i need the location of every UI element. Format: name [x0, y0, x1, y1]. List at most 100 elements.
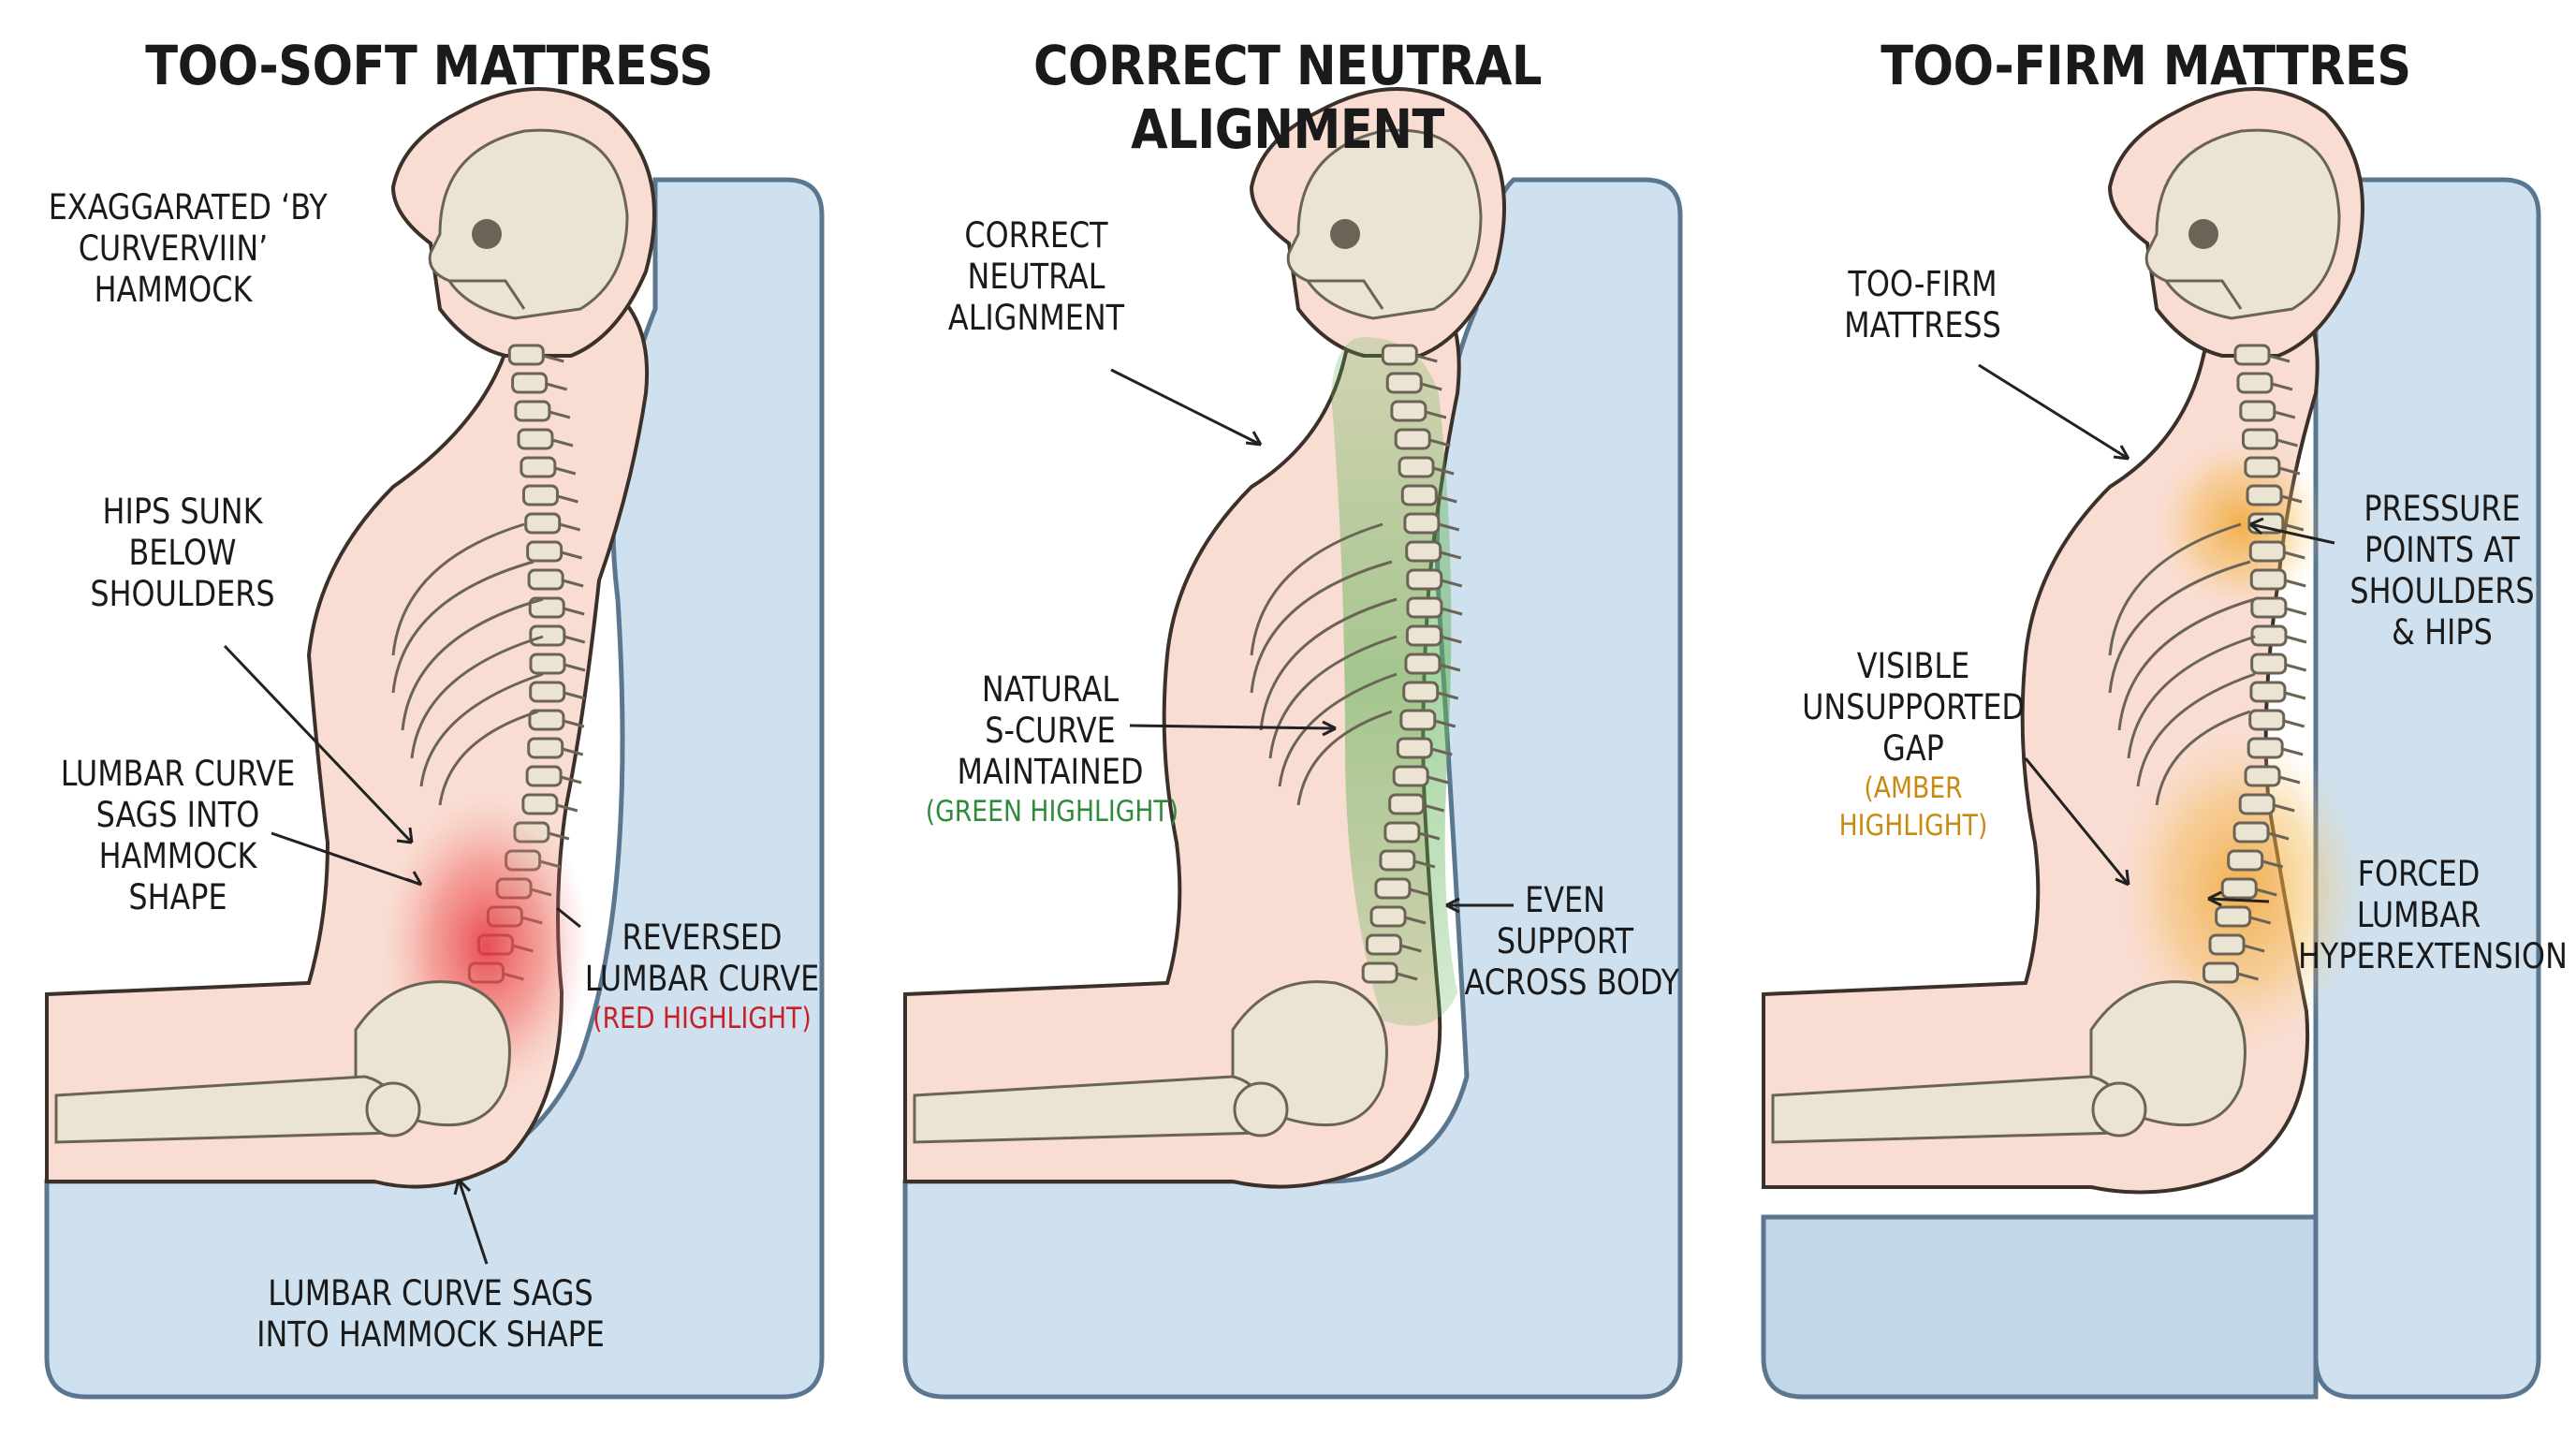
vertebra [2232, 821, 2270, 844]
vertebra-process [2285, 607, 2307, 616]
label-bottom-lumbar: LUMBAR CURVE SAGS INTO HAMMOCK SHAPE [256, 1273, 605, 1355]
vertebra-process [564, 663, 586, 672]
label-forced-hyperextension: FORCED LUMBAR HYPEREXTENSION [2298, 854, 2568, 976]
label-hips-sunk: HIPS SUNK BELOW SHOULDERS [90, 492, 275, 614]
vertebra-process [1404, 916, 1427, 925]
vertebra-process [2283, 550, 2305, 560]
vertebra-process [559, 522, 581, 532]
vertebra [2244, 456, 2281, 478]
pelvis-icon [913, 980, 1388, 1144]
vertebra [1405, 624, 1442, 647]
amber-highlight-note: HIGHLIGHT) [1838, 809, 1988, 843]
vertebra [2247, 737, 2284, 759]
vertebra-process [1440, 550, 1462, 560]
vertebra-process [2261, 859, 2284, 869]
vertebra-process [551, 438, 574, 448]
label-lumbar-sags: LUMBAR CURVE SAGS INTO HAMMOCK SHAPE [60, 754, 296, 917]
body [903, 269, 1461, 1189]
vertebra [2236, 372, 2274, 394]
too-soft-illustration [44, 87, 825, 1400]
label-natural-s-curve: NATURAL S-CURVE MAINTAINED (GREEN HIGHLI… [925, 669, 1179, 829]
vertebra-process [2271, 382, 2293, 391]
vertebra [1390, 400, 1427, 422]
vertebra-process [2280, 494, 2303, 504]
vertebra [1369, 905, 1407, 928]
vertebra [527, 568, 564, 591]
vertebra [528, 596, 565, 619]
vertebra [2227, 849, 2264, 872]
vertebra-process [1425, 410, 1447, 419]
panel-correct: CORRECT NEUTRAL ALIGNMENT CORRECT NEUTRA… [858, 0, 1717, 1438]
red-highlight-note: (RED HIGHLIGHT) [593, 1002, 812, 1035]
vertebra [2208, 933, 2246, 956]
vertebra [1374, 877, 1412, 900]
vertebra [2249, 568, 2287, 591]
vertebra [2241, 428, 2278, 450]
vertebra [528, 709, 565, 731]
vertebra-process [542, 354, 564, 363]
vertebra [2238, 793, 2276, 815]
ribcage-icon [391, 522, 544, 806]
vertebra [2248, 709, 2286, 731]
vertebra [529, 624, 566, 647]
vertebra-process [1437, 691, 1459, 700]
vertebra [529, 681, 566, 703]
ribcage-icon [1250, 522, 1398, 806]
vertebra [526, 540, 564, 563]
vertebra [2250, 596, 2288, 619]
vertebra [2233, 344, 2271, 366]
pelvis-icon [54, 980, 511, 1144]
too-firm-illustration [1761, 87, 2541, 1400]
vertebra [1365, 933, 1402, 956]
vertebra [1404, 653, 1442, 675]
vertebra-process [564, 691, 586, 700]
correct-illustration [902, 87, 1683, 1400]
vertebra-process [2285, 635, 2307, 644]
vertebra-process [2237, 972, 2259, 981]
vertebra [2239, 400, 2276, 422]
vertebra-process [2274, 410, 2296, 419]
vertebra [521, 793, 559, 815]
vertebra [1385, 372, 1423, 394]
green-highlight-note: (GREEN HIGHLIGHT) [925, 795, 1179, 829]
vertebra-process [2278, 466, 2301, 476]
vertebra [2220, 877, 2258, 900]
vertebra-process [1415, 354, 1438, 363]
panel-too-firm: TOO-FIRM MATTRES TOO-FIRM MATTRESS PRESS… [1717, 0, 2575, 1438]
vertebra-process [1400, 944, 1422, 953]
vertebra-process [1430, 747, 1453, 756]
vertebra [1381, 344, 1418, 366]
panel-title: CORRECT NEUTRAL ALIGNMENT [1033, 34, 1542, 161]
vertebra-process [2267, 831, 2290, 841]
mattress-back [2313, 177, 2541, 1400]
label-pressure-points: PRESSURE POINTS AT SHOULDERS & HIPS [2349, 489, 2535, 653]
vertebra-process [1418, 831, 1441, 841]
green-highlight [1331, 337, 1457, 1026]
vertebra [511, 372, 549, 394]
vertebra-process [549, 410, 571, 419]
panel-title: TOO-SOFT MATTRESS [145, 34, 713, 97]
vertebra [1406, 596, 1443, 619]
vertebra [2202, 961, 2239, 984]
vertebra-process [2284, 691, 2306, 700]
amber-highlight-note: (AMBER [1864, 771, 1963, 805]
vertebra-process [2281, 747, 2304, 756]
skull-icon [428, 128, 629, 320]
vertebra [1398, 456, 1435, 478]
vertebra-process [554, 466, 577, 476]
label-too-firm: TOO-FIRM MATTRESS [1844, 264, 2001, 345]
vertebra [1399, 709, 1437, 731]
vertebra [1392, 765, 1429, 787]
vertebra [1406, 568, 1443, 591]
vertebra-process [1439, 663, 1461, 672]
vertebra [529, 653, 566, 675]
vertebra-process [2285, 663, 2307, 672]
vertebra-process [2243, 944, 2265, 953]
vertebra-process [2268, 354, 2291, 363]
vertebra-process [1427, 775, 1449, 785]
vertebra [1388, 793, 1426, 815]
vertebra-process [1413, 859, 1436, 869]
vertebra-process [1409, 888, 1431, 897]
vertebra [2215, 905, 2252, 928]
label-unsupported-gap: VISIBLE UNSUPPORTED GAP (AMBER HIGHLIGHT… [1793, 646, 2034, 844]
